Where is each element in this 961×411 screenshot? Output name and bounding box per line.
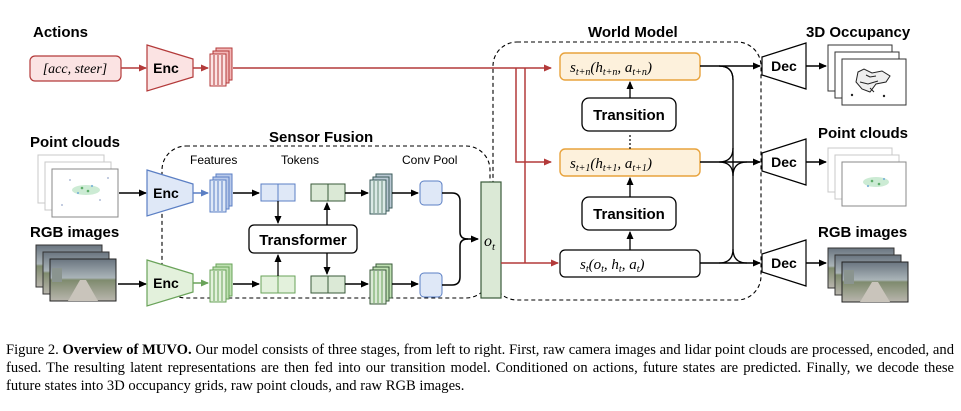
figure-caption: Figure 2. Overview of MUVO. Our model co… bbox=[6, 341, 954, 396]
rgb-decoder bbox=[761, 239, 807, 287]
point-clouds-title: Point clouds bbox=[30, 134, 120, 151]
rgb-images-title: RGB images bbox=[30, 224, 119, 241]
muvo-overview-diagram: Actions Point clouds RGB images Sensor F… bbox=[29, 24, 911, 307]
action-vector-text: [acc, steer] bbox=[43, 62, 108, 77]
conv-pool-label: Conv Pool bbox=[402, 153, 457, 167]
lidar-encoder bbox=[146, 169, 194, 217]
state-t-plus-n-label: st+n(ht+n, at+n) bbox=[570, 60, 652, 78]
figure-title: Overview of MUVO. bbox=[62, 342, 192, 358]
features-label: Features bbox=[190, 153, 237, 167]
occupancy-3d-title: 3D Occupancy bbox=[806, 24, 911, 41]
fused-lidar-token-pair bbox=[310, 183, 346, 202]
state-t-plus-1-label: st+1(ht+1, at+1) bbox=[570, 156, 652, 174]
lidar-pooled-vector bbox=[419, 180, 443, 206]
rgb-token-pair bbox=[260, 275, 296, 294]
action-encoder-label: Enc bbox=[153, 60, 179, 76]
tokens-label: Tokens bbox=[281, 153, 319, 167]
lidar-feature-stack bbox=[209, 173, 233, 213]
transition-lower-label: Transition bbox=[593, 206, 665, 223]
occupancy-decoder-label: Dec bbox=[771, 58, 797, 74]
rgb-conv-stack bbox=[369, 263, 393, 305]
point-cloud-decoder bbox=[761, 138, 807, 186]
rgb-encoder-label: Enc bbox=[153, 275, 179, 291]
actions-title: Actions bbox=[33, 24, 88, 41]
rgb-pooled-vector bbox=[419, 272, 443, 298]
latent-observation-label: ot bbox=[484, 233, 496, 253]
world-model-title: World Model bbox=[588, 24, 678, 41]
lidar-token-pair bbox=[260, 183, 296, 202]
action-feature-stack bbox=[209, 47, 233, 87]
occupancy-decoder bbox=[761, 42, 807, 90]
rgb-encoder bbox=[146, 259, 194, 307]
sensor-fusion-region bbox=[161, 145, 491, 299]
point-cloud-output-stack bbox=[827, 147, 907, 207]
state-t-label: st(ot, ht, at) bbox=[580, 257, 644, 275]
lidar-encoder-label: Enc bbox=[153, 185, 179, 201]
transition-upper bbox=[581, 97, 677, 132]
transformer-label: Transformer bbox=[259, 232, 347, 249]
point-cloud-decoder-label: Dec bbox=[771, 154, 797, 170]
transition-upper-label: Transition bbox=[593, 107, 665, 124]
rgb-image-input-stack bbox=[35, 244, 117, 302]
transition-lower bbox=[581, 196, 677, 231]
rgb-feature-stack bbox=[209, 263, 233, 303]
point-cloud-input-stack bbox=[37, 154, 119, 218]
occupancy-output-stack bbox=[827, 44, 907, 106]
out-rgb-images-title: RGB images bbox=[818, 224, 907, 241]
out-point-clouds-title: Point clouds bbox=[818, 125, 908, 142]
rgb-decoder-label: Dec bbox=[771, 255, 797, 271]
sensor-fusion-title: Sensor Fusion bbox=[269, 129, 373, 146]
figure-number: Figure 2. bbox=[6, 342, 59, 358]
transformer-block bbox=[248, 224, 358, 254]
latent-observation bbox=[480, 181, 502, 299]
lidar-conv-stack bbox=[369, 173, 393, 215]
fused-rgb-token-pair bbox=[310, 275, 346, 294]
figure-caption-text: Our model consists of three stages, from… bbox=[6, 342, 954, 395]
rgb-output-stack bbox=[827, 247, 909, 303]
action-encoder bbox=[146, 44, 194, 92]
